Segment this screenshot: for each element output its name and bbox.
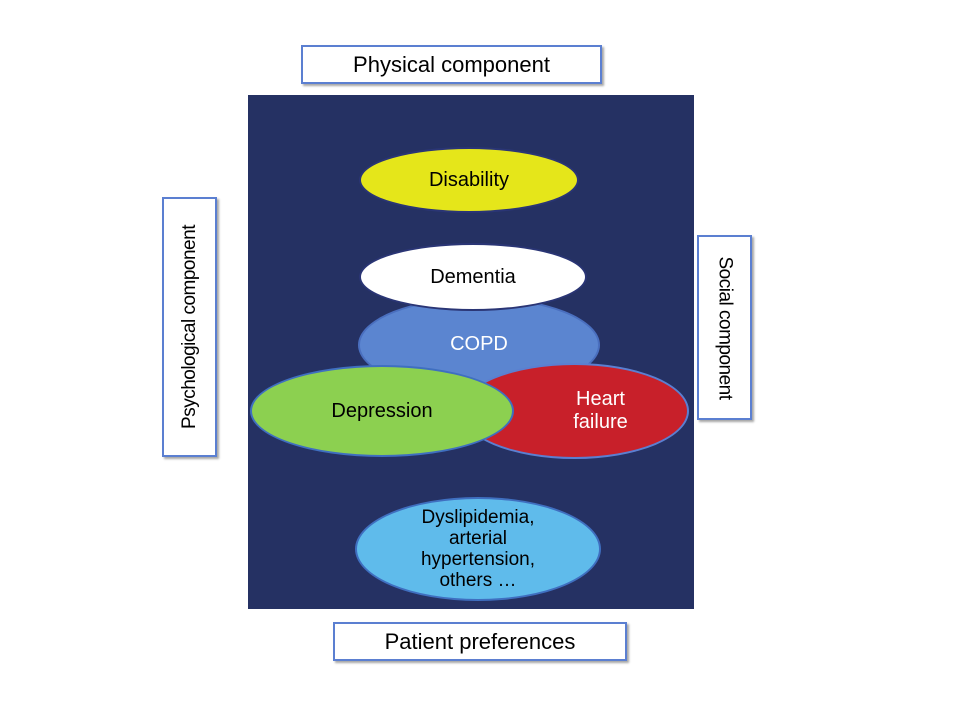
physical-component-text: Physical component (353, 51, 550, 77)
physical-component-label: Physical component (301, 45, 602, 84)
other-conditions-ellipse: Dyslipidemia, arterial hypertension, oth… (355, 497, 601, 601)
heart-failure-text: Heart failure (573, 388, 628, 433)
patient-preferences-text: Patient preferences (384, 628, 576, 654)
psychological-component-label: Psychological component (162, 197, 217, 457)
dementia-ellipse: Dementia (359, 243, 587, 311)
disability-text: Disability (428, 168, 510, 191)
copd-text: COPD (450, 333, 508, 355)
dementia-text: Dementia (430, 265, 516, 288)
social-component-text: Social component (714, 255, 736, 400)
patient-preferences-label: Patient preferences (333, 622, 627, 661)
multimorbidity-panel: Disability COPD Dementia Heart failure D… (248, 95, 694, 609)
disability-ellipse: Disability (359, 147, 579, 213)
depression-text: Depression (331, 399, 433, 422)
other-conditions-text: Dyslipidemia, arterial hypertension, oth… (420, 507, 536, 591)
social-component-label: Social component (697, 235, 752, 420)
depression-ellipse: Depression (250, 365, 514, 457)
psychological-component-text: Psychological component (178, 225, 200, 429)
